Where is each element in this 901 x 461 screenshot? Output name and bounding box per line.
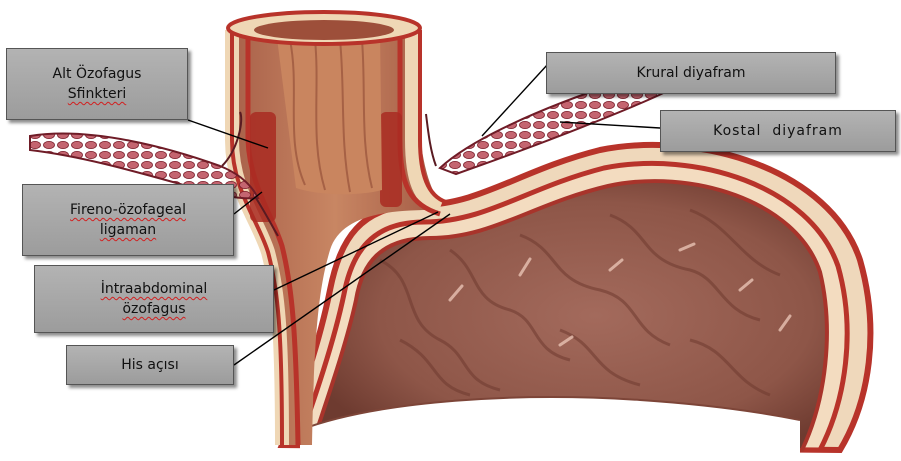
label-fireno-line2: ligaman bbox=[100, 220, 156, 240]
label-kostal-text: Kostal diyafram bbox=[713, 121, 843, 141]
label-fireno-ozofageal-ligaman: Fireno-özofageal ligaman bbox=[22, 184, 234, 256]
label-intra-line1: İntraabdominal bbox=[101, 279, 208, 299]
label-kostal-diyafram: Kostal diyafram bbox=[660, 110, 896, 152]
label-krural-text: Krural diyafram bbox=[636, 63, 745, 83]
label-krural-diyafram: Krural diyafram bbox=[546, 52, 836, 94]
label-intra-line2: özofagus bbox=[122, 299, 185, 319]
label-fireno-line1: Fireno-özofageal bbox=[70, 200, 186, 220]
label-alt-line2: Sfinkteri bbox=[68, 84, 126, 104]
label-alt-ozofagus-sfinkteri: Alt Özofagus Sfinkteri bbox=[6, 48, 188, 120]
label-his-text: His açısı bbox=[121, 355, 179, 375]
label-intraabdominal-ozofagus: İntraabdominal özofagus bbox=[34, 265, 274, 333]
label-his-acisi: His açısı bbox=[66, 345, 234, 385]
label-alt-line1: Alt Özofagus bbox=[53, 64, 142, 84]
